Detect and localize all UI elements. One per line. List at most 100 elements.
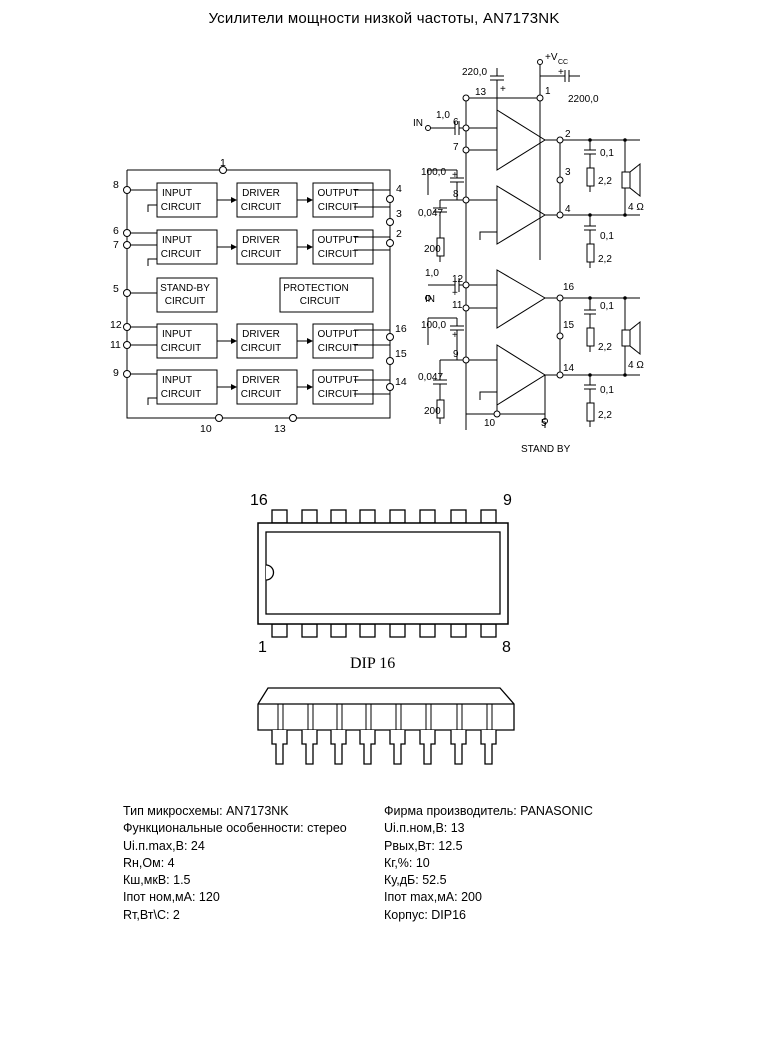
sch-res-22-1: 2,2 bbox=[598, 176, 612, 187]
sch-res-22-4: 2,2 bbox=[598, 410, 612, 421]
sch-standby-label: STAND BY bbox=[521, 444, 571, 455]
sch-pin-16: 16 bbox=[563, 282, 575, 293]
block-standby-l1: STAND-BY bbox=[160, 283, 210, 294]
block-driver-1-l2: CIRCUIT bbox=[241, 202, 282, 213]
dip-pin-9-label: 9 bbox=[503, 492, 512, 509]
spec-package: Корпус: DIP16 bbox=[384, 907, 467, 922]
spec-manufacturer: Фирма производитель: PANASONIC bbox=[384, 804, 593, 818]
sch-plus-3: + bbox=[452, 170, 458, 181]
sch-pin-3: 3 bbox=[565, 167, 571, 178]
sch-pin-9: 9 bbox=[453, 349, 459, 360]
bd-pin-2: 2 bbox=[396, 228, 402, 240]
sch-pin-5: 5 bbox=[541, 418, 547, 429]
block-input-2-l1: INPUT bbox=[162, 235, 192, 246]
sch-plus-1: + bbox=[500, 84, 506, 95]
sch-res-22-2: 2,2 bbox=[598, 254, 612, 265]
block-input-4-l1: INPUT bbox=[162, 375, 192, 386]
sch-res-22-3: 2,2 bbox=[598, 342, 612, 353]
block-driver-3-l2: CIRCUIT bbox=[241, 343, 282, 354]
spec-output-power: Рвых,Вт: 12.5 bbox=[384, 838, 463, 853]
block-driver-3-l1: DRIVER bbox=[242, 329, 280, 340]
block-standby-l2: CIRCUIT bbox=[165, 296, 206, 307]
spec-current-max: Iпот max,мА: 200 bbox=[384, 890, 482, 905]
sch-cap-01-2: 0,1 bbox=[600, 231, 614, 242]
block-output-4-l1: OUTPUT bbox=[317, 375, 358, 386]
sch-in-2: IN bbox=[425, 294, 435, 305]
block-output-3-l2: CIRCUIT bbox=[318, 343, 359, 354]
spec-distortion: Кг,%: 10 bbox=[384, 855, 430, 870]
block-output-1-l2: CIRCUIT bbox=[318, 202, 359, 213]
block-driver-2-l2: CIRCUIT bbox=[241, 249, 282, 260]
sch-cap-100-1: 100,0 bbox=[421, 167, 446, 178]
spec-gain: Ку,дБ: 52.5 bbox=[384, 873, 447, 888]
page-title: Усилители мощности низкой частоты, AN717… bbox=[208, 10, 560, 27]
sch-vcc-sub: CC bbox=[558, 59, 568, 66]
sch-cap-01-1: 0,1 bbox=[600, 148, 614, 159]
sch-res-200-2: 200 bbox=[424, 406, 441, 417]
block-driver-2-l1: DRIVER bbox=[242, 235, 280, 246]
bd-pin-5: 5 bbox=[113, 283, 119, 295]
application-schematic: 220,0 13 + +V CC + 1 2200,0 IN 1,0 6 7 2… bbox=[413, 52, 644, 455]
block-protection-l1: PROTECTION bbox=[283, 283, 349, 294]
bd-pin-4: 4 bbox=[396, 183, 402, 195]
package-name: DIP 16 bbox=[350, 655, 395, 672]
bd-pin-8: 8 bbox=[113, 179, 119, 191]
block-input-4-l2: CIRCUIT bbox=[161, 389, 202, 400]
sch-pin-10: 10 bbox=[484, 418, 496, 429]
sch-plus-4: + bbox=[452, 288, 458, 299]
spec-supply-max: Ui.п.max,В: 24 bbox=[123, 838, 205, 853]
bd-pin-7: 7 bbox=[113, 239, 119, 251]
sch-pin-12: 12 bbox=[452, 274, 464, 285]
sch-pin-14: 14 bbox=[563, 363, 575, 374]
sch-pin-6: 6 bbox=[453, 117, 459, 128]
sch-pin-15: 15 bbox=[563, 320, 575, 331]
sch-pin-13: 13 bbox=[475, 87, 487, 98]
bd-pin-6: 6 bbox=[113, 225, 119, 237]
bd-pin-11: 11 bbox=[110, 339, 121, 351]
dip16-package: 16 9 1 8 DIP 16 bbox=[250, 492, 515, 765]
dip-pin-1-label: 1 bbox=[258, 639, 267, 656]
sch-pin-11: 11 bbox=[452, 300, 463, 311]
block-output-2-l2: CIRCUIT bbox=[318, 249, 359, 260]
sch-pin-4: 4 bbox=[565, 204, 571, 215]
sch-cap-2200: 2200,0 bbox=[568, 94, 599, 105]
block-input-3-l2: CIRCUIT bbox=[161, 343, 202, 354]
dip-pin-16-label: 16 bbox=[250, 492, 268, 509]
sch-cap-10-2: 1,0 bbox=[425, 268, 439, 279]
block-protection-l2: CIRCUIT bbox=[300, 296, 341, 307]
block-input-1-l2: CIRCUIT bbox=[161, 202, 202, 213]
block-diagram: INPUT CIRCUIT DRIVER CIRCUIT OUTPUT CIRC… bbox=[110, 157, 407, 435]
sch-plus-2: + bbox=[558, 67, 564, 78]
sch-pin-2: 2 bbox=[565, 129, 571, 140]
bd-pin-3: 3 bbox=[396, 208, 402, 220]
bd-pin-10: 10 bbox=[200, 423, 212, 435]
sch-cap-220: 220,0 bbox=[462, 67, 487, 78]
spec-thermal: Rт,Вт\С: 2 bbox=[123, 907, 180, 922]
sch-vcc: +V bbox=[545, 52, 558, 63]
sch-cap-10-1: 1,0 bbox=[436, 110, 450, 121]
spec-load: Rн,Ом: 4 bbox=[123, 855, 175, 870]
block-output-2-l1: OUTPUT bbox=[317, 235, 358, 246]
sch-speaker-2: 4 Ω bbox=[628, 360, 644, 371]
sch-speaker-1: 4 Ω bbox=[628, 202, 644, 213]
block-input-3-l1: INPUT bbox=[162, 329, 192, 340]
specs-left-column: Тип микросхемы: AN7173NK Функциональные … bbox=[123, 803, 347, 924]
sch-cap-01-4: 0,1 bbox=[600, 385, 614, 396]
block-driver-1-l1: DRIVER bbox=[242, 188, 280, 199]
block-driver-4-l1: DRIVER bbox=[242, 375, 280, 386]
block-driver-4-l2: CIRCUIT bbox=[241, 389, 282, 400]
sch-in-1: IN bbox=[413, 118, 423, 129]
bd-pin-13: 13 bbox=[274, 423, 286, 435]
spec-current-nom: Iпот ном,мА: 120 bbox=[123, 890, 220, 905]
spec-chip-type: Тип микросхемы: AN7173NK bbox=[123, 804, 289, 818]
sch-pin-1: 1 bbox=[545, 86, 551, 97]
bd-pin-12: 12 bbox=[110, 319, 122, 331]
block-output-1-l1: OUTPUT bbox=[317, 188, 358, 199]
sch-pin-7: 7 bbox=[453, 142, 459, 153]
sch-res-200-1: 200 bbox=[424, 244, 441, 255]
spec-noise: Кш,мкВ: 1.5 bbox=[123, 873, 191, 888]
sch-cap-047-2: 0,047 bbox=[418, 372, 443, 383]
bd-pin-9: 9 bbox=[113, 367, 119, 379]
bd-pin-15: 15 bbox=[395, 348, 407, 360]
dip-pin-8-label: 8 bbox=[502, 639, 511, 656]
